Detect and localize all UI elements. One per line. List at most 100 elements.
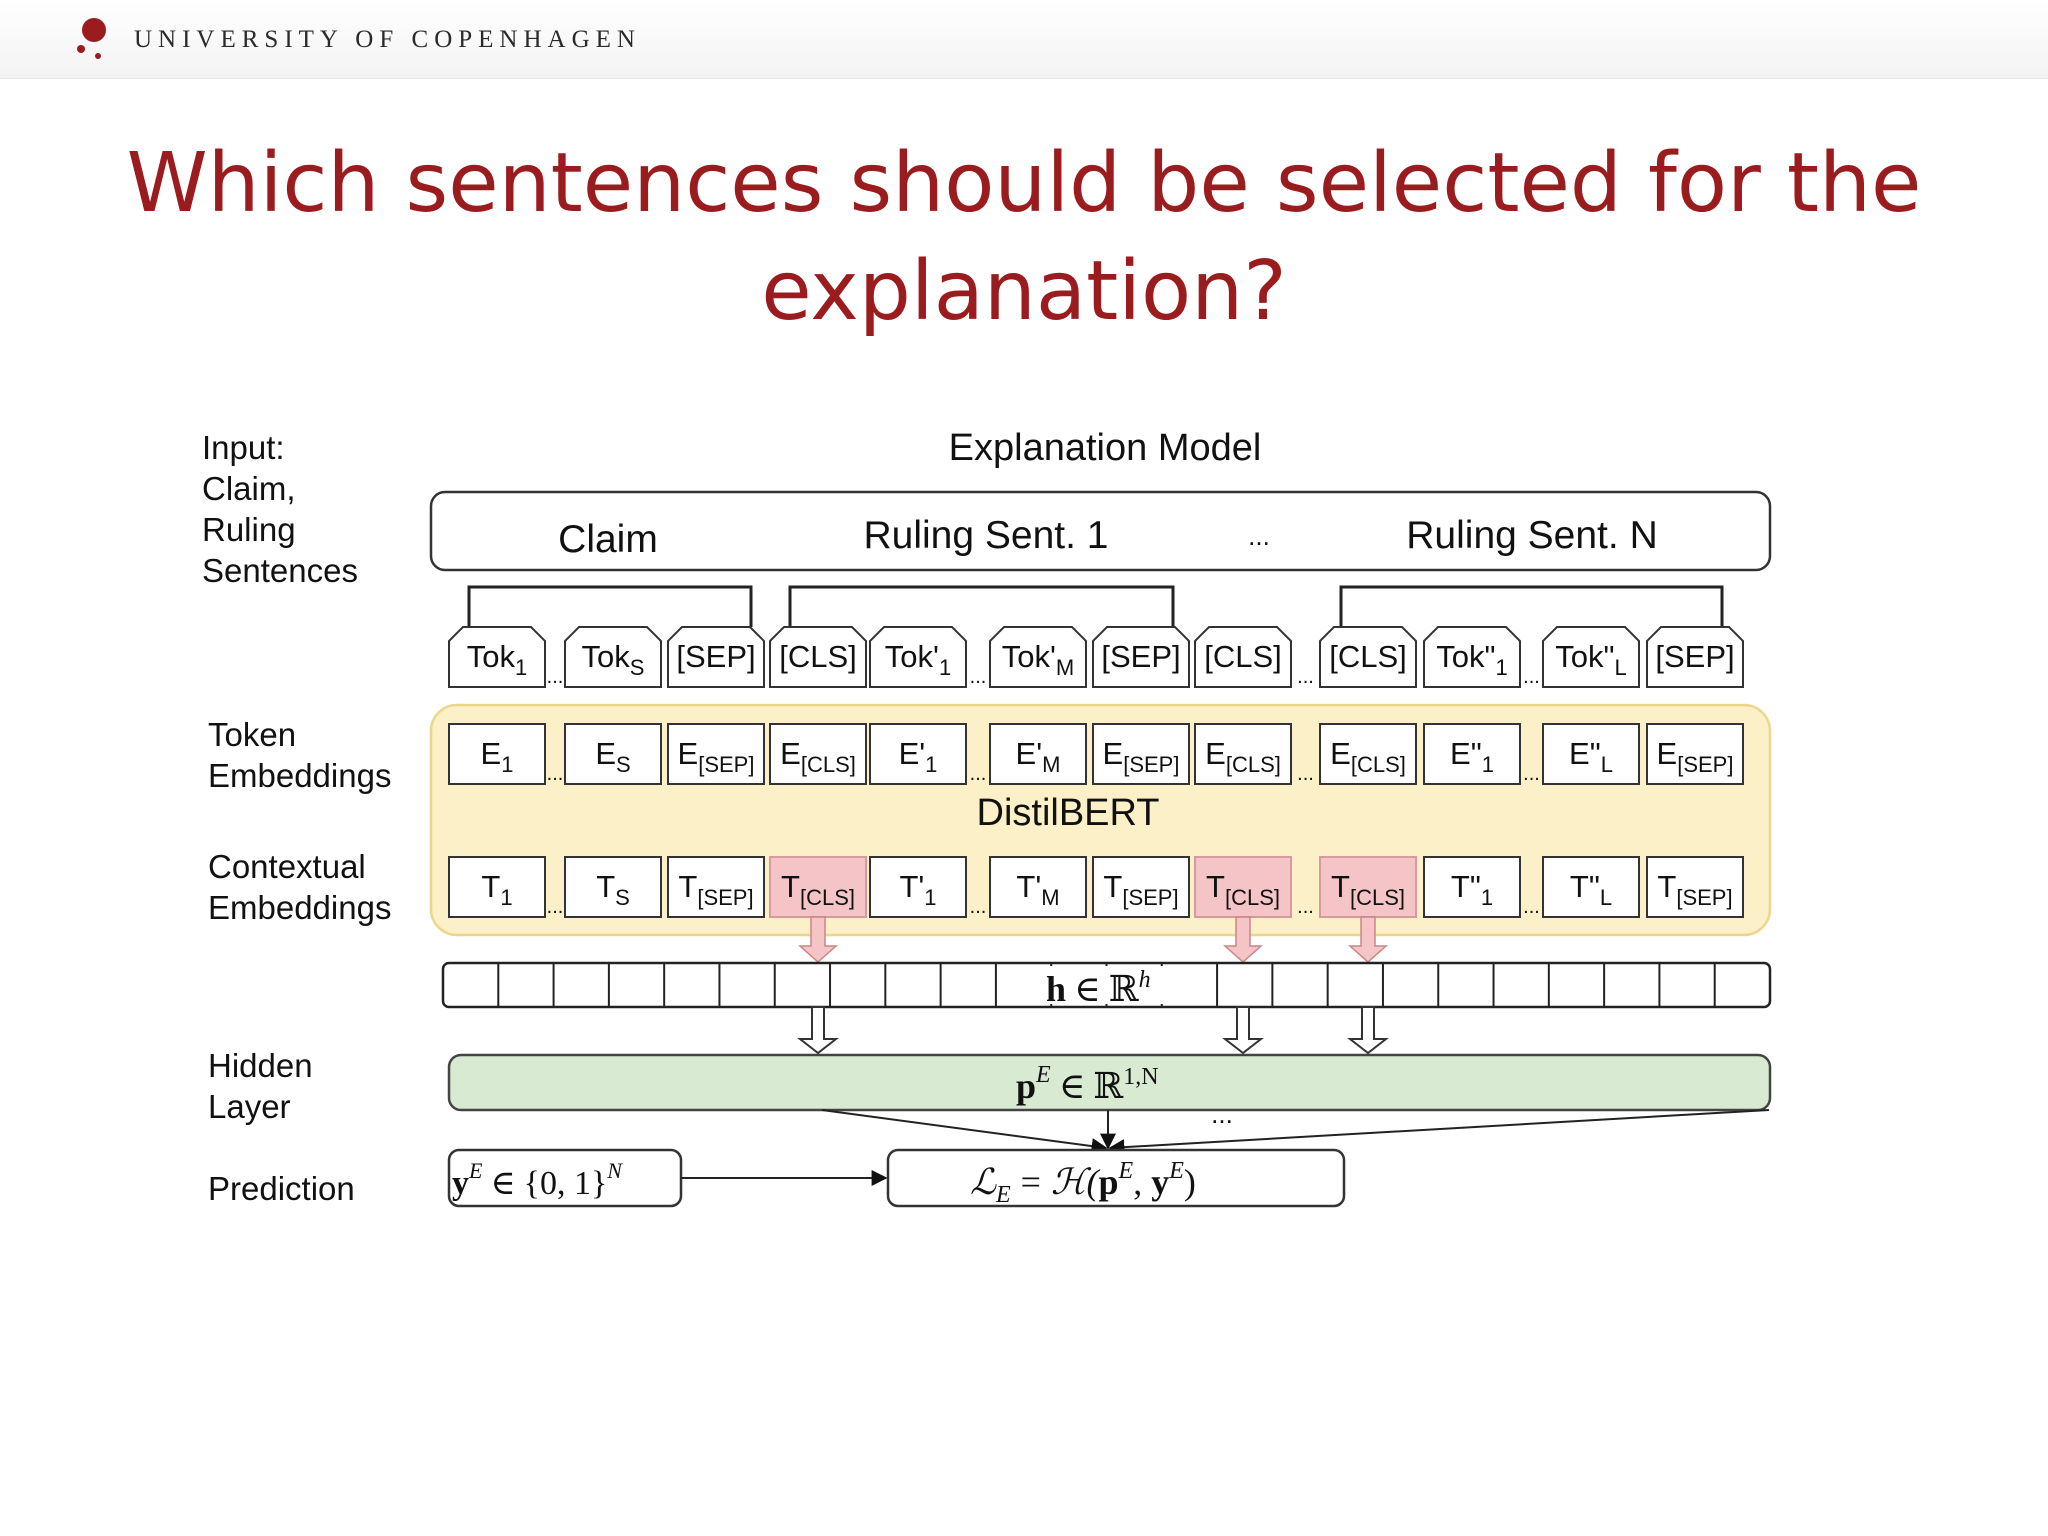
hidden-down-arrow-9: [1347, 1006, 1389, 1055]
token-embedding-box-2: [564, 723, 662, 785]
token-embedding-box-12: [1646, 723, 1744, 785]
token-embedding-box-7: [1092, 723, 1190, 785]
token-row-ellipsis-2: ...: [970, 666, 987, 688]
input-label-line4: Sentences: [202, 552, 358, 589]
token-embedding-label-1: E1: [481, 736, 514, 777]
token-embedding-label-10: E"1: [1450, 736, 1494, 777]
contextual-embedding-label-6: T'M: [1016, 869, 1059, 910]
hidden-to-layer-arrows: [797, 1006, 1389, 1055]
hidden-vector-label: h∈ℝh: [1046, 967, 1151, 1009]
token-label-1: Tok1: [467, 639, 528, 680]
contextual-embedding-box-1: [448, 856, 546, 918]
token-label-8: [CLS]: [1204, 639, 1282, 674]
token-embedding-label-8: E[CLS]: [1205, 736, 1281, 777]
token-embedding-label-4: E[CLS]: [780, 736, 856, 777]
token-embedding-box-1: [448, 723, 546, 785]
token-embedding-label-3: E[SEP]: [678, 736, 755, 777]
token-label-6: Tok'M: [1002, 639, 1075, 680]
token-box-4: [769, 626, 867, 688]
token-box-11: [1542, 626, 1640, 688]
contextual-embedding-box-11: [1542, 856, 1640, 918]
hidden-layer-formula: pE∈ℝ1,N: [1016, 1062, 1159, 1106]
input-segments-box: [429, 490, 1772, 572]
segment-brackets: [467, 585, 1724, 627]
token-label-7: [SEP]: [1101, 639, 1180, 674]
contextual-embedding-box-2: [564, 856, 662, 918]
contextual-row-ellipsis-3: ...: [1297, 896, 1314, 918]
segment-ellipsis: ...: [1248, 521, 1270, 551]
selection-arrow-9: [1348, 916, 1388, 964]
token-label-10: Tok"1: [1436, 639, 1508, 680]
bracket-claim: [467, 585, 753, 627]
token-row-ellipsis-4: ...: [1523, 666, 1540, 688]
token-box-7: [1092, 626, 1190, 688]
contextual-embedding-box-6: [989, 856, 1087, 918]
segment-ruling-sentence-n: Ruling Sent. N: [1406, 514, 1657, 557]
university-seal-icon: [77, 18, 106, 59]
loss-box: [886, 1148, 1346, 1208]
token-embedding-label-5: E'1: [899, 736, 938, 777]
contextual-embedding-box-3: [667, 856, 765, 918]
contextual-embedding-label-12: T[SEP]: [1657, 869, 1732, 910]
contextual-embedding-box-12: [1646, 856, 1744, 918]
embedding-row-ellipsis-4: ...: [1523, 763, 1540, 785]
token-embeddings-label-line2: Embeddings: [208, 757, 391, 794]
contextual-embedding-box-5: [869, 856, 967, 918]
token-box-5: [869, 626, 967, 688]
header-bar: UNIVERSITY OF COPENHAGEN: [0, 0, 2048, 79]
contextual-embedding-label-7: T[SEP]: [1103, 869, 1178, 910]
contextual-embedding-label-10: T"1: [1451, 869, 1493, 910]
diagram-title: Explanation Model: [949, 427, 1262, 469]
token-embedding-label-12: E[SEP]: [1657, 736, 1734, 777]
contextual-embedding-label-5: T'1: [899, 869, 936, 910]
contextual-embedding-box-4: [769, 856, 867, 918]
token-label-5: Tok'1: [885, 639, 951, 680]
contextual-row-ellipsis-4: ...: [1523, 896, 1540, 918]
contextual-embeddings-label-line1: Contextual: [208, 848, 366, 885]
token-label-9: [CLS]: [1329, 639, 1407, 674]
input-label-line1: Input:: [202, 429, 285, 466]
contextual-embedding-box-7: [1092, 856, 1190, 918]
token-embedding-box-11: [1542, 723, 1640, 785]
token-label-12: [SEP]: [1655, 639, 1734, 674]
token-embedding-box-8: [1194, 723, 1292, 785]
embedding-row-ellipsis-2: ...: [970, 763, 987, 785]
token-embeddings-label-line1: Token: [208, 716, 296, 753]
hidden-layer-bar: [447, 1053, 1772, 1112]
hidden-down-arrow-4: [797, 1006, 839, 1055]
cls-selection-arrows: [798, 916, 1388, 964]
token-embedding-label-7: E[SEP]: [1103, 736, 1180, 777]
token-row-ellipsis-3: ...: [1297, 666, 1314, 688]
contextual-row-ellipsis-2: ...: [970, 896, 987, 918]
token-embedding-box-6: [989, 723, 1087, 785]
token-row-ellipsis-1: ...: [547, 666, 564, 688]
contextual-embedding-label-9: T[CLS]: [1331, 869, 1405, 910]
token-embedding-box-10: [1423, 723, 1521, 785]
token-label-4: [CLS]: [779, 639, 857, 674]
token-embedding-label-6: E'M: [1016, 736, 1061, 777]
token-embedding-box-5: [869, 723, 967, 785]
hidden-vector-label-bg: [1040, 966, 1172, 1004]
token-box-1: [448, 626, 546, 688]
contextual-embedding-box-10: [1423, 856, 1521, 918]
row-ellipses: ....................................: [547, 666, 1540, 918]
university-name: UNIVERSITY OF COPENHAGEN: [134, 26, 641, 53]
hidden-layer-dots: ...: [1211, 1099, 1233, 1129]
hidden-layer-label-line1: Hidden: [208, 1047, 313, 1084]
token-box-2: [564, 626, 662, 688]
contextual-embeddings-label-line2: Embeddings: [208, 889, 391, 926]
encoder-label: DistilBERT: [977, 792, 1160, 834]
gold-label-formula: yE∈{0, 1}N: [452, 1158, 623, 1202]
input-label-line3: Ruling: [202, 511, 296, 548]
segment-ruling-sentence-1: Ruling Sent. 1: [864, 514, 1109, 557]
token-embedding-box-4: [769, 723, 867, 785]
contextual-embedding-label-3: T[SEP]: [678, 869, 753, 910]
embedding-row-ellipsis-1: ...: [547, 763, 564, 785]
input-label-line2: Claim,: [202, 470, 296, 507]
token-box-3: [667, 626, 765, 688]
selection-arrow-4: [798, 916, 838, 964]
token-embedding-box-3: [667, 723, 765, 785]
